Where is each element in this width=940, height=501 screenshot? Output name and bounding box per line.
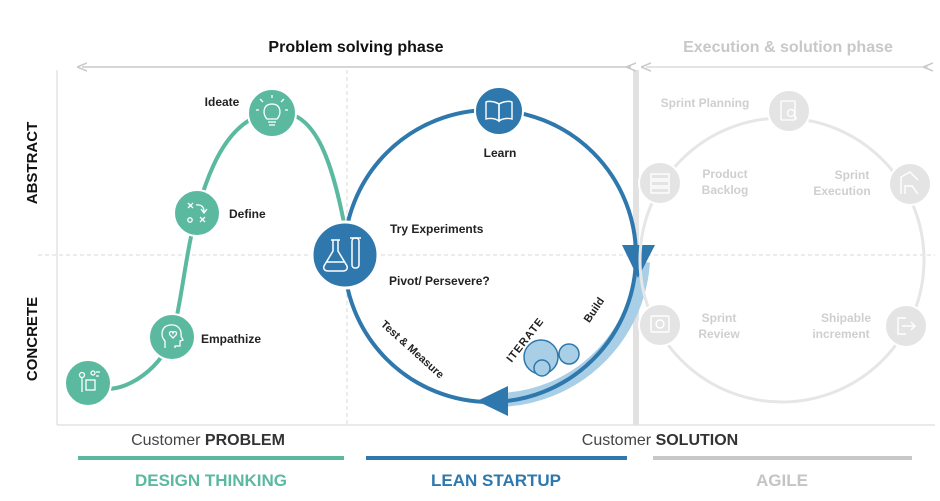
define-label: Define — [229, 207, 266, 221]
product-backlog-label-line1: Product — [702, 167, 747, 181]
sprint-execution-node: Sprint Execution — [813, 162, 932, 206]
customer-solution-bold: SOLUTION — [656, 432, 739, 449]
define-node: Define — [173, 189, 266, 237]
concrete-label: CONCRETE — [24, 297, 41, 381]
shipable-increment-node: Shipable increment — [812, 304, 928, 348]
product-backlog-node: Product Backlog — [638, 161, 749, 205]
lean-startup-loop: Learn Try Experiments Pivot/ Persevere? … — [310, 86, 655, 416]
bottom-section: Customer PROBLEM Customer SOLUTION DESIG… — [78, 432, 912, 490]
phase-headers: Problem solving phase Execution & soluti… — [82, 39, 928, 67]
build-label: Build — [582, 296, 607, 326]
execution-phase-title: Execution & solution phase — [683, 39, 893, 56]
abstract-label: ABSTRACT — [24, 122, 41, 205]
problem-solving-phase-title: Problem solving phase — [268, 39, 443, 56]
product-backlog-label-line2: Backlog — [702, 183, 749, 197]
flask-icon — [323, 237, 361, 272]
agile-loop-circle — [638, 116, 926, 404]
try-experiments-label: Try Experiments — [390, 222, 484, 236]
loop-arrowhead-bottom — [477, 386, 508, 416]
book-icon — [485, 100, 513, 123]
design-start-node — [64, 359, 112, 407]
test-measure-label: Test & Measure — [378, 318, 446, 381]
iterate-bubbles — [523, 339, 580, 377]
shipable-increment-label-line2: increment — [812, 327, 869, 341]
customer-problem-label: Customer PROBLEM — [131, 432, 285, 449]
stack-icon — [650, 173, 670, 194]
learn-node: Learn — [474, 86, 524, 160]
people-icon — [78, 370, 100, 392]
lean-startup-title: LEAN STARTUP — [431, 471, 561, 490]
design-thinking-curve: Empathize Define — [64, 88, 347, 407]
agile-loop: Sprint Planning Product Backlog Sprint E… — [638, 89, 932, 404]
empathize-label: Empathize — [201, 332, 261, 346]
sprint-execution-label-line2: Execution — [813, 184, 870, 198]
exit-icon — [897, 317, 916, 335]
customer-problem-bold: PROBLEM — [205, 432, 285, 449]
learn-label: Learn — [484, 146, 517, 160]
design-thinking-title: DESIGN THINKING — [135, 471, 287, 490]
sprint-review-label-line1: Sprint — [702, 311, 737, 325]
clipboard-search-icon — [780, 100, 798, 121]
empathize-node: Empathize — [148, 313, 261, 361]
pivot-persevere-label: Pivot/ Persevere? — [389, 274, 490, 288]
customer-solution-prefix: Customer — [582, 432, 656, 449]
sprint-review-node: Sprint Review — [638, 303, 740, 347]
customer-problem-prefix: Customer — [131, 432, 205, 449]
sprint-planning-label: Sprint Planning — [661, 96, 750, 110]
sprint-planning-node: Sprint Planning — [661, 89, 811, 133]
experiments-node — [310, 220, 380, 290]
lightbulb-icon — [256, 95, 288, 126]
sprint-review-label-line2: Review — [698, 327, 740, 341]
review-icon — [650, 315, 670, 333]
strategy-icon — [187, 202, 208, 223]
head-heart-icon — [161, 324, 184, 348]
chart-icon — [900, 171, 919, 195]
agile-title: AGILE — [756, 471, 808, 490]
shipable-increment-label-line1: Shipable — [821, 311, 871, 325]
ideate-node: Ideate — [205, 88, 297, 138]
customer-solution-label: Customer SOLUTION — [582, 432, 738, 449]
design-thinking-path — [87, 109, 347, 391]
ideate-label: Ideate — [205, 95, 240, 109]
sprint-execution-label-line1: Sprint — [835, 168, 870, 182]
loop-arrowhead-right — [622, 245, 655, 278]
